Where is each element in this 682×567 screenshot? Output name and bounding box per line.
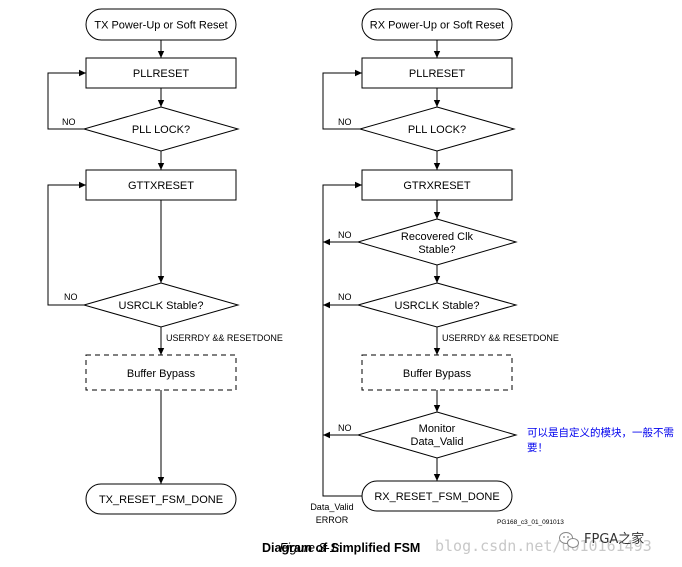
caption-title: Diagram of Simplified FSM bbox=[262, 541, 420, 555]
figure-caption: Figure 3-1: bbox=[280, 541, 340, 555]
tx-done-label: TX_RESET_FSM_DONE bbox=[99, 494, 223, 506]
tx-no-label-1: NO bbox=[62, 117, 76, 127]
tx-gttxreset-box bbox=[85, 169, 237, 201]
wechat-logo-icon bbox=[559, 532, 579, 548]
caption-label: Figure 3-1: bbox=[280, 541, 340, 555]
rx-usrclk-label: USRCLK Stable? bbox=[395, 300, 480, 312]
rx-cond-label: USERRDY && RESETDONE bbox=[442, 333, 559, 343]
rx-flow: RX Power-Up or Soft Reset PLLRESET PLL L… bbox=[310, 8, 559, 525]
rx-recovered-label-2: Stable? bbox=[418, 244, 455, 256]
tx-gttxreset-label: GTTXRESET bbox=[128, 180, 194, 192]
tx-no-loop-1 bbox=[47, 69, 86, 130]
rx-no-label-3: NO bbox=[338, 292, 352, 302]
rx-monitor-decision bbox=[356, 411, 518, 459]
rx-no-label-1: NO bbox=[338, 117, 352, 127]
tx-pllreset-box bbox=[85, 57, 237, 89]
tx-bypass-box bbox=[85, 354, 237, 391]
rx-no-loop-1 bbox=[322, 69, 362, 130]
tx-pllreset-label: PLLRESET bbox=[133, 68, 190, 80]
tx-flow: TX Power-Up or Soft Reset PLLRESET PLL L… bbox=[47, 8, 283, 515]
rx-done-label: RX_RESET_FSM_DONE bbox=[374, 491, 499, 503]
tx-usrclk-label: USRCLK Stable? bbox=[119, 300, 204, 312]
rx-error-label-1: Data_Valid bbox=[310, 502, 353, 512]
tx-bypass-label: Buffer Bypass bbox=[127, 368, 196, 380]
rx-no-label-2: NO bbox=[338, 230, 352, 240]
logo-text: FPGA之家 bbox=[584, 531, 644, 547]
annotation-line-1: 可以是自定义的模块，一般不需 bbox=[527, 426, 674, 439]
rx-monitor-label-2: Data_Valid bbox=[411, 436, 464, 448]
rx-pll-lock-label: PLL LOCK? bbox=[408, 124, 466, 136]
watermark: blog.csdn.net/u010161493 bbox=[435, 537, 652, 555]
tx-no-label-2: NO bbox=[64, 292, 78, 302]
rx-error-loop bbox=[322, 181, 362, 497]
rx-no-label-4: NO bbox=[338, 423, 352, 433]
tx-done-node bbox=[85, 483, 237, 515]
rx-error-label-2: ERROR bbox=[316, 515, 349, 525]
figure-id: PG168_c3_01_091013 bbox=[497, 519, 564, 526]
rx-bypass-box bbox=[361, 354, 513, 391]
rx-monitor-label-1: Monitor bbox=[419, 423, 456, 435]
rx-bypass-label: Buffer Bypass bbox=[403, 368, 472, 380]
rx-gtrxreset-box bbox=[361, 169, 513, 201]
tx-cond-label: USERRDY && RESETDONE bbox=[166, 333, 283, 343]
rx-gtrxreset-label: GTRXRESET bbox=[403, 180, 471, 192]
tx-pll-lock-label: PLL LOCK? bbox=[132, 124, 190, 136]
tx-start-label: TX Power-Up or Soft Reset bbox=[94, 20, 227, 32]
annotation-line-2: 要！ bbox=[527, 442, 548, 454]
rx-pllreset-label: PLLRESET bbox=[409, 68, 466, 80]
rx-recovered-label-1: Recovered Clk bbox=[401, 231, 474, 243]
tx-no-loop-2 bbox=[47, 181, 86, 306]
rx-start-label: RX Power-Up or Soft Reset bbox=[370, 20, 505, 32]
